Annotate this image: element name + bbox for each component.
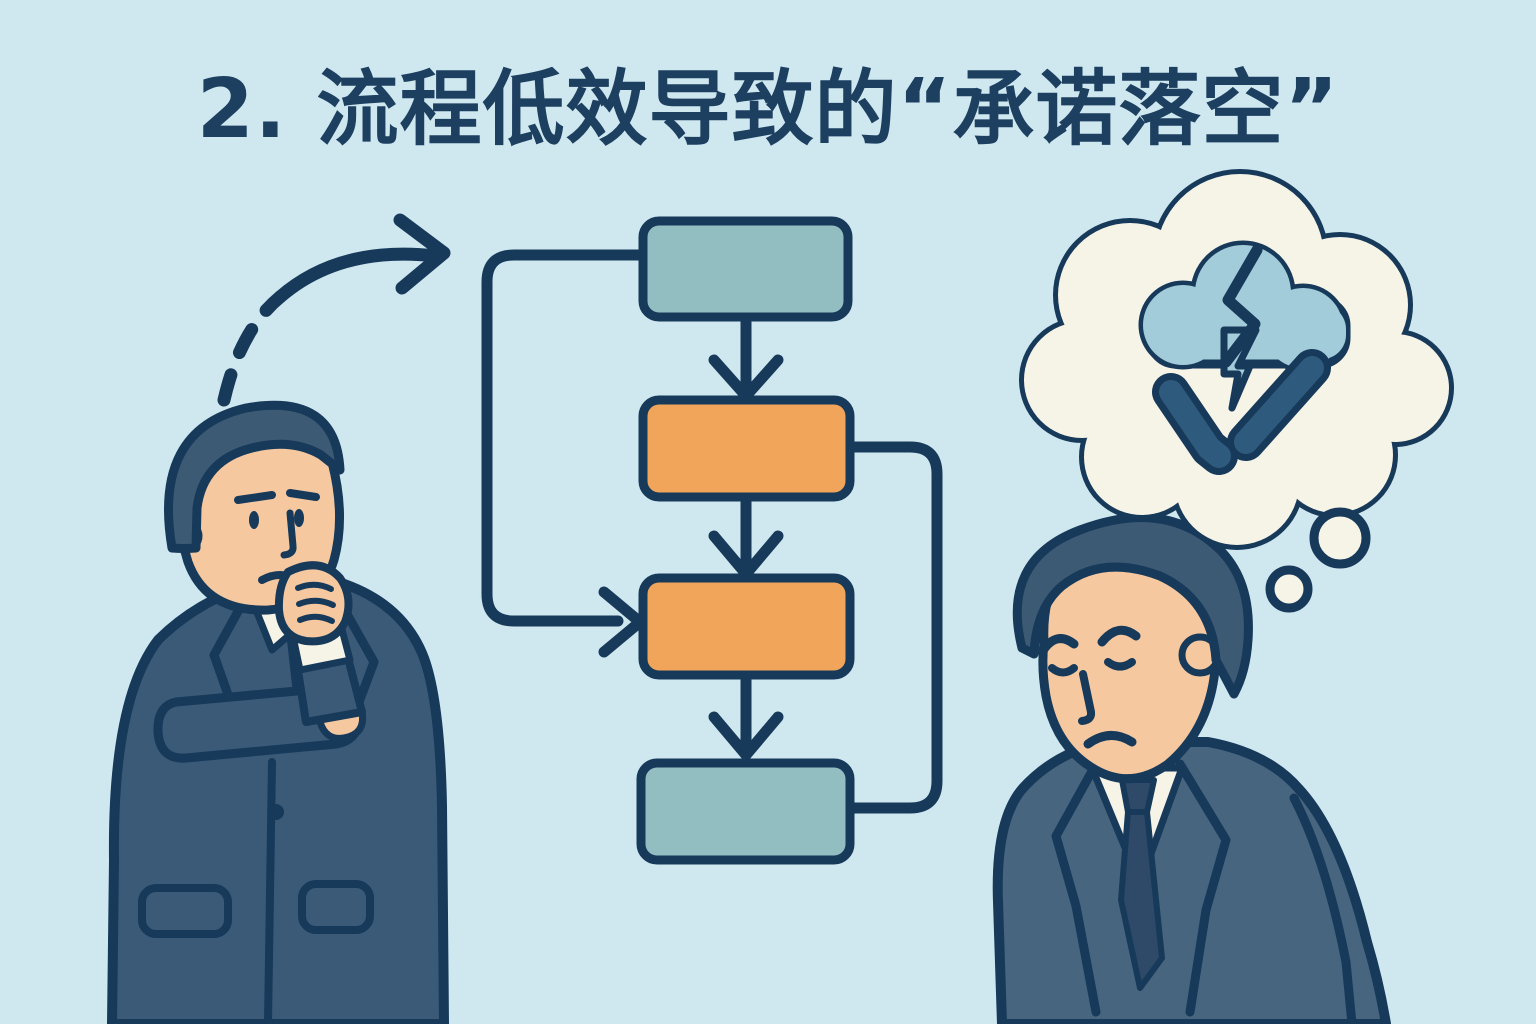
jacket-pocket-right <box>298 880 374 934</box>
arm-seam-right <box>1289 793 1357 1024</box>
storm-cloud-icon <box>1138 240 1351 412</box>
thinking-businessman <box>107 400 449 1024</box>
arrowhead <box>393 213 451 295</box>
flowchart-step-4 <box>636 758 855 865</box>
closed-eye-right <box>1104 658 1136 671</box>
finger-line-3 <box>297 613 335 624</box>
page-title: 2. 流程低效导致的“承诺落空” <box>196 62 1340 157</box>
flowchart <box>481 216 943 865</box>
tie-knot <box>1119 777 1157 815</box>
lapel-left <box>1051 759 1101 1017</box>
sad-eyebrow-right <box>1097 625 1141 647</box>
solid-arc-segment <box>273 247 443 304</box>
sad-eyebrow-left <box>1037 634 1079 657</box>
eyebrow-left <box>234 491 276 504</box>
finger-line-2 <box>296 597 336 608</box>
flowchart-step-3 <box>638 573 855 680</box>
flow-arrow-icon-1 <box>708 312 784 402</box>
lapel-right <box>1175 759 1231 1017</box>
bubble-trail-small <box>1265 565 1313 613</box>
eye-left <box>249 511 259 529</box>
bubble-trail-large <box>1309 507 1371 569</box>
dejected-businessman <box>992 513 1391 1024</box>
jacket-pocket-left <box>138 884 232 938</box>
suit-jacket <box>992 737 1391 1024</box>
closed-eye-left <box>1048 664 1078 677</box>
flowchart-step-2 <box>638 395 855 502</box>
check-right-fragment <box>1234 356 1324 454</box>
connector-right-loop <box>844 441 943 814</box>
flow-arrow-icon-3 <box>708 670 784 761</box>
jacket-button <box>268 804 284 820</box>
frown-mouth <box>1083 731 1137 749</box>
connector-left-loop <box>481 249 649 627</box>
tie-tail <box>1118 809 1165 991</box>
hair <box>1012 513 1253 699</box>
nose <box>1078 670 1096 725</box>
check-left-fragment <box>1159 380 1231 468</box>
dashed-arc-segment <box>217 290 287 407</box>
jacket-opening <box>264 758 276 1024</box>
thought-bubble-icon <box>1019 169 1454 613</box>
flow-arrow-icon-2 <box>708 492 784 580</box>
nose <box>280 509 297 559</box>
flowchart-step-1 <box>638 216 853 322</box>
hair <box>164 400 345 553</box>
lightning-crack-icon <box>1220 244 1263 368</box>
finger-line-1 <box>295 581 334 592</box>
curved-dashed-arrow-icon <box>217 213 451 407</box>
eyebrow-right <box>286 489 320 501</box>
broken-checkmark-icon <box>1152 349 1331 475</box>
eye-right <box>294 509 304 527</box>
